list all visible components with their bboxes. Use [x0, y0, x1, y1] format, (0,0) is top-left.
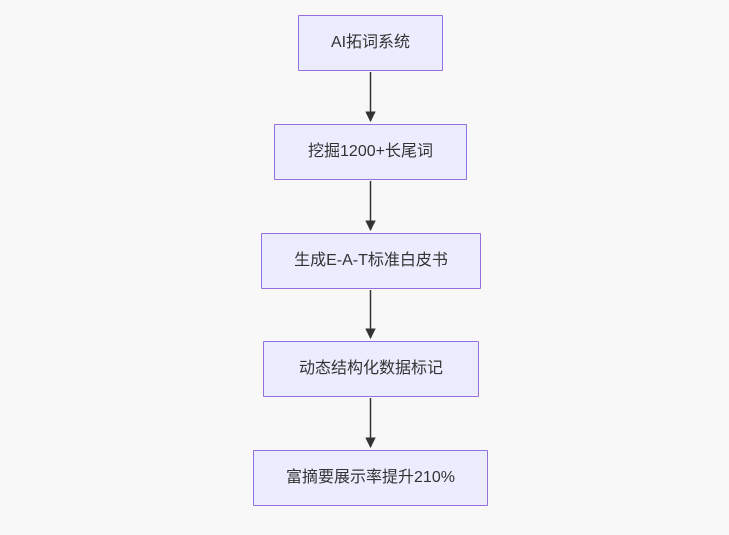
flow-node-label: 生成E-A-T标准白皮书: [294, 252, 448, 270]
flow-node-mine-longtail-keywords: 挖掘1200+长尾词: [274, 124, 467, 180]
flow-node-ai-word-expansion-system: AI拓词系统: [298, 15, 443, 71]
flow-node-label: 动态结构化数据标记: [298, 360, 443, 378]
flow-node-label: AI拓词系统: [330, 34, 411, 52]
flow-node-dynamic-structured-data-markup: 动态结构化数据标记: [263, 341, 479, 397]
flow-node-rich-snippet-rate-increase: 富摘要展示率提升210%: [253, 450, 488, 506]
flow-node-label: 挖掘1200+长尾词: [308, 143, 433, 161]
flow-node-generate-eat-whitepaper: 生成E-A-T标准白皮书: [261, 233, 481, 289]
flow-node-label: 富摘要展示率提升210%: [286, 469, 455, 487]
